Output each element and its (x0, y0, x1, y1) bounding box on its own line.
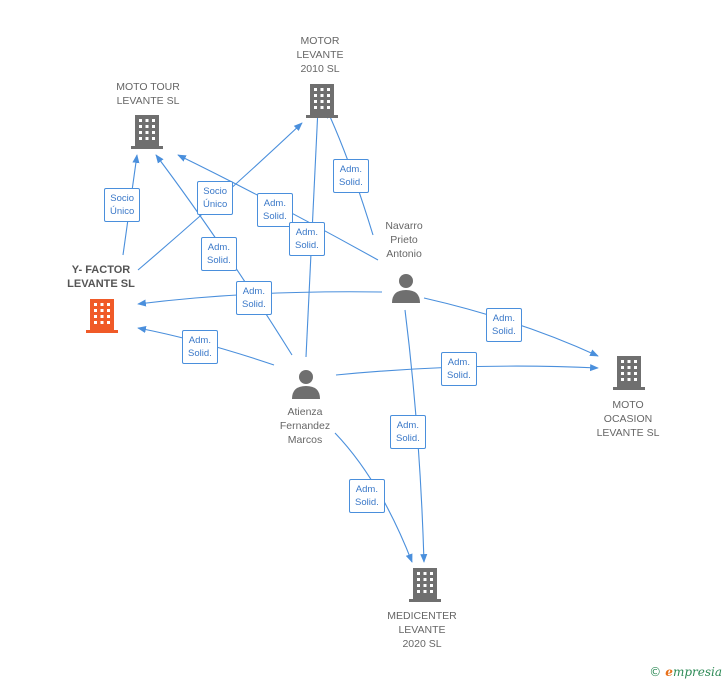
edge-label-socio-unico: Socio Único (197, 181, 234, 215)
edge-label-adm-solid: Adm. Solid. (182, 330, 218, 364)
edge-label-adm-solid: Adm. Solid. (257, 193, 293, 227)
node-label-moto-ocasion[interactable]: MOTO OCASION LEVANTE SL (596, 399, 660, 439)
edge-label-socio-unico: Socio Único (104, 188, 141, 222)
brand-logo-text: mpresia (672, 665, 722, 679)
brand-logo-e: e (665, 665, 673, 679)
person-icon-navarro[interactable] (390, 273, 422, 303)
edge-label-adm-solid: Adm. Solid. (236, 281, 272, 315)
building-icon-moto-tour[interactable] (131, 115, 163, 149)
building-icon-motor-levante[interactable] (306, 84, 338, 118)
node-label-moto-tour[interactable]: MOTO TOUR LEVANTE SL (116, 81, 180, 107)
node-label-navarro[interactable]: Navarro Prieto Antonio (385, 220, 423, 260)
edge-label-adm-solid: Adm. Solid. (289, 222, 325, 256)
building-icon-y-factor[interactable] (86, 299, 118, 333)
edge-label-adm-solid: Adm. Solid. (333, 159, 369, 193)
node-label-medicenter[interactable]: MEDICENTER LEVANTE 2020 SL (387, 610, 457, 650)
node-label-y-factor[interactable]: Y- FACTOR LEVANTE SL (67, 264, 135, 290)
edge-label-adm-solid: Adm. Solid. (390, 415, 426, 449)
copyright-notice: ©empresia (649, 665, 722, 679)
node-label-motor-levante[interactable]: MOTOR LEVANTE 2010 SL (296, 35, 344, 75)
building-icon-medicenter[interactable] (409, 568, 441, 602)
building-icon-moto-ocasion[interactable] (613, 356, 645, 390)
copyright-symbol: © (649, 665, 662, 679)
edge-label-adm-solid: Adm. Solid. (486, 308, 522, 342)
edge-label-adm-solid: Adm. Solid. (201, 237, 237, 271)
edge-label-adm-solid: Adm. Solid. (349, 479, 385, 513)
edge-label-adm-solid: Adm. Solid. (441, 352, 477, 386)
node-label-atienza[interactable]: Atienza Fernandez Marcos (279, 406, 331, 446)
person-icon-atienza[interactable] (290, 369, 322, 399)
